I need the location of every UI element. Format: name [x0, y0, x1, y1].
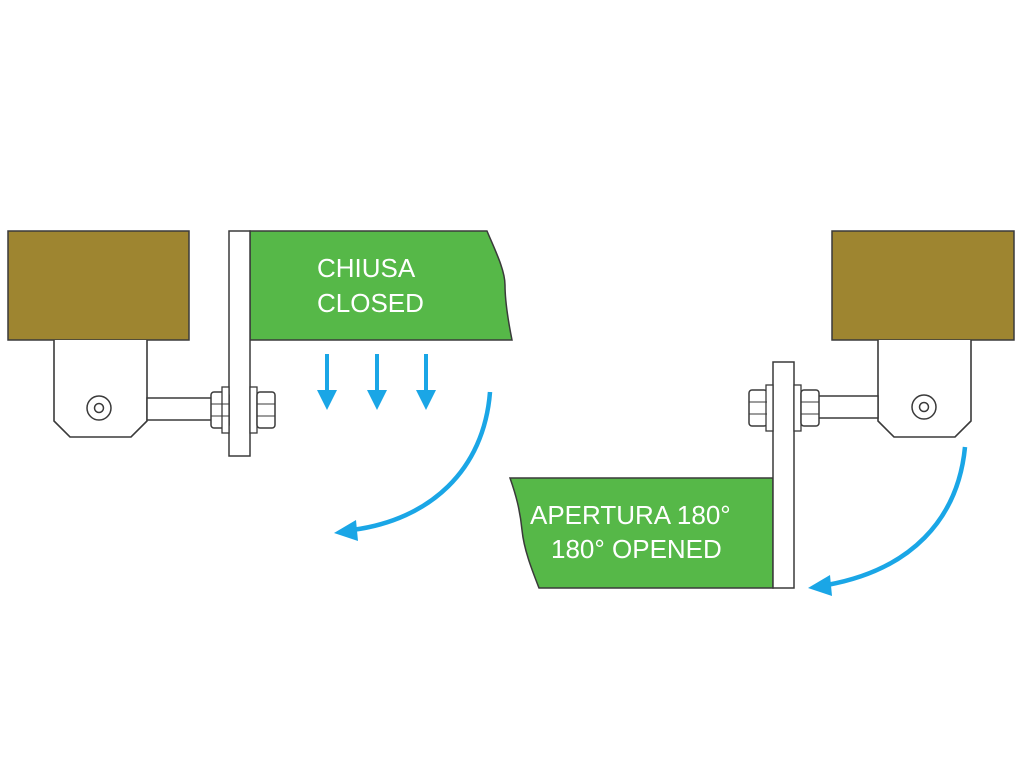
left-hinge-bracket	[53, 340, 148, 438]
right-bracket-bolt-inner	[918, 401, 930, 413]
curved-swing-arrow-icon	[808, 446, 968, 596]
left-gate-flat-bar	[228, 230, 251, 457]
right-post	[831, 230, 1015, 341]
right-hinge-bracket	[877, 340, 972, 438]
left-washer-a	[221, 386, 230, 434]
closed-gate-panel	[249, 230, 513, 341]
right-nut-a	[748, 389, 768, 427]
left-nut-b	[256, 391, 276, 429]
left-bracket-bolt-inner	[93, 402, 105, 414]
left-washer-b	[249, 386, 258, 434]
left-post	[7, 230, 190, 341]
down-arrow-icon	[416, 354, 436, 410]
curved-swing-arrow-icon	[334, 391, 493, 541]
down-arrow-icon	[317, 354, 337, 410]
right-gate-flat-bar	[772, 361, 795, 589]
opened-state-group: APERTURA 180° 180° OPENED	[508, 230, 1015, 596]
opened-label-line1: APERTURA 180°	[530, 500, 731, 530]
down-arrow-icon	[367, 354, 387, 410]
right-nut-b	[800, 389, 820, 427]
closed-state-group: CHIUSA CLOSED	[7, 230, 513, 541]
right-washer-a	[765, 384, 774, 432]
closed-label-line2: CLOSED	[317, 288, 424, 318]
opened-gate-panel	[508, 477, 774, 589]
closed-label-line1: CHIUSA	[317, 253, 416, 283]
right-washer-b	[793, 384, 802, 432]
opened-label-line2: 180° OPENED	[551, 534, 722, 564]
